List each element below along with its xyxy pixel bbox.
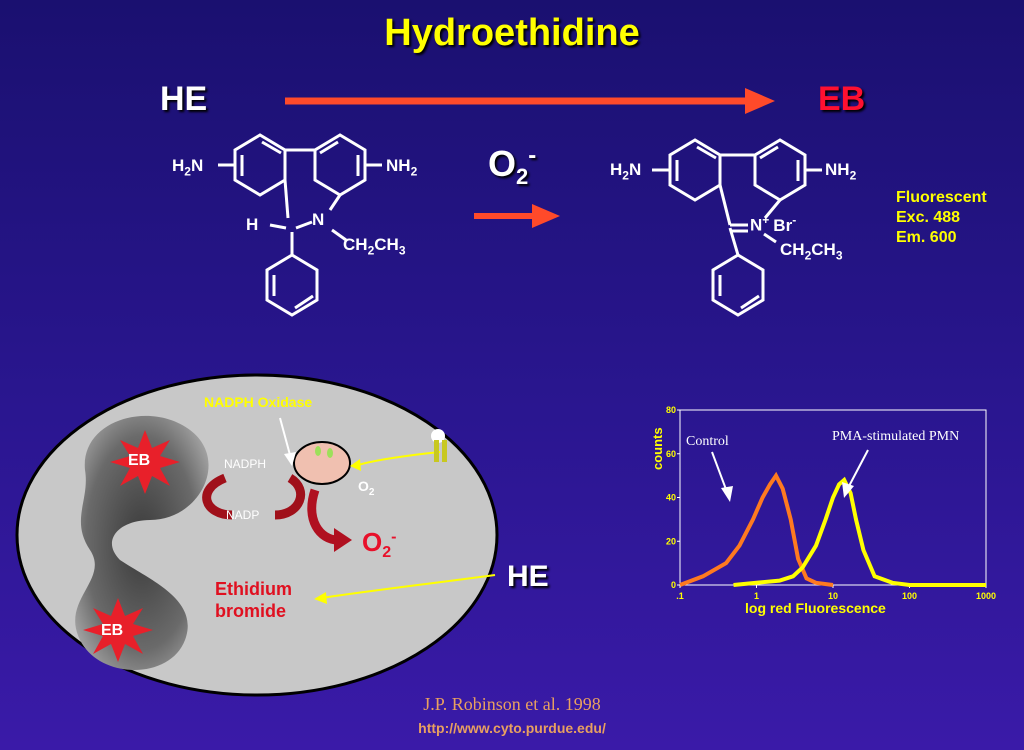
superoxide-arrow <box>307 488 339 545</box>
reference-citation: J.P. Robinson et al. 1998 <box>423 694 601 714</box>
eb-ethyl: CH2CH3 <box>780 240 843 263</box>
ethidium-bromide-label: Ethidium bromide <box>215 578 292 622</box>
he-entry-label: HE <box>507 560 549 593</box>
slide-title: Hydroethidine <box>384 12 640 54</box>
y-tick-label: 20 <box>666 536 676 546</box>
eb-label-top: EB <box>128 452 151 469</box>
y-tick-label: 60 <box>666 449 676 459</box>
nadp-label: NADP <box>226 508 260 522</box>
oxidant-label: O2- <box>488 142 537 190</box>
x-tick-label: 100 <box>902 591 917 601</box>
series-control <box>679 471 834 587</box>
source-url[interactable]: http://www.cyto.purdue.edu/ <box>418 720 606 736</box>
reaction-arrow-long <box>285 88 775 114</box>
he-amine-right: NH2 <box>386 156 418 179</box>
series-pma <box>733 476 986 587</box>
nadph-cycle-arrow <box>202 473 233 520</box>
he-nitrogen: N <box>312 210 325 229</box>
reaction-arrow-short <box>474 204 560 228</box>
annotation-control: Control <box>686 434 729 449</box>
fluorescence-line: Fluorescent <box>896 189 987 206</box>
superoxide-label: O2- <box>362 527 397 562</box>
nucleus <box>75 415 209 670</box>
eb-amine-left: H2N <box>610 160 642 183</box>
fluorescence-info: Fluorescent Exc. 488 Em. 600 <box>896 188 987 248</box>
eb-amine-right: NH2 <box>825 160 857 183</box>
reactant-label: HE <box>160 80 208 118</box>
nadph-label: NADPH <box>224 457 267 471</box>
y-tick-label: 0 <box>671 580 676 590</box>
eb-star-bottom <box>83 598 153 662</box>
y-tick-label: 40 <box>666 493 676 503</box>
eb-star-top <box>110 430 180 494</box>
excitation-line: Exc. 488 <box>896 209 961 226</box>
y-tick-label: 80 <box>666 405 676 415</box>
he-ethyl: CH2CH3 <box>343 235 406 258</box>
eb-nitrogen: N+Br- <box>750 213 797 235</box>
oxygen-label: O2 <box>358 478 375 498</box>
histogram-chart: 0 20 40 60 80 .1 1 10 100 1000 <box>666 405 996 601</box>
nadph-oxidase-enzyme <box>293 441 351 485</box>
ethidium-line: Ethidium <box>215 579 292 599</box>
he-hydrogen: H <box>246 215 259 234</box>
eb-label-bottom: EB <box>101 622 124 639</box>
x-axis-label: log red Fluorescence <box>745 600 886 616</box>
x-tick-label: .1 <box>676 591 684 601</box>
bromide-line: bromide <box>215 601 287 621</box>
product-label: EB <box>818 80 866 118</box>
enzyme-label: NADPH Oxidase <box>204 394 313 410</box>
he-amine-left: H2N <box>172 156 204 179</box>
x-tick-label: 10 <box>828 591 838 601</box>
receptor-ligand-icon <box>431 429 447 462</box>
x-tick-label: 1 <box>754 591 759 601</box>
annotation-pma: PMA-stimulated PMN <box>832 429 960 444</box>
x-tick-label: 1000 <box>976 591 996 601</box>
emission-line: Em. 600 <box>896 229 957 246</box>
